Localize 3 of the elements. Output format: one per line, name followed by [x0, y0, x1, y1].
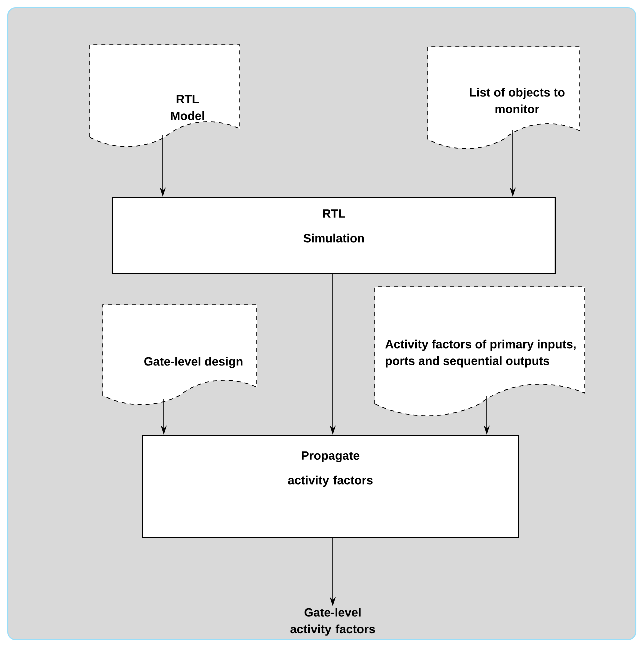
output-label: Gate-level activity factors — [290, 608, 376, 636]
process-box: Propagate activity factors — [142, 435, 520, 538]
process-box: RTL Simulation — [112, 197, 556, 274]
